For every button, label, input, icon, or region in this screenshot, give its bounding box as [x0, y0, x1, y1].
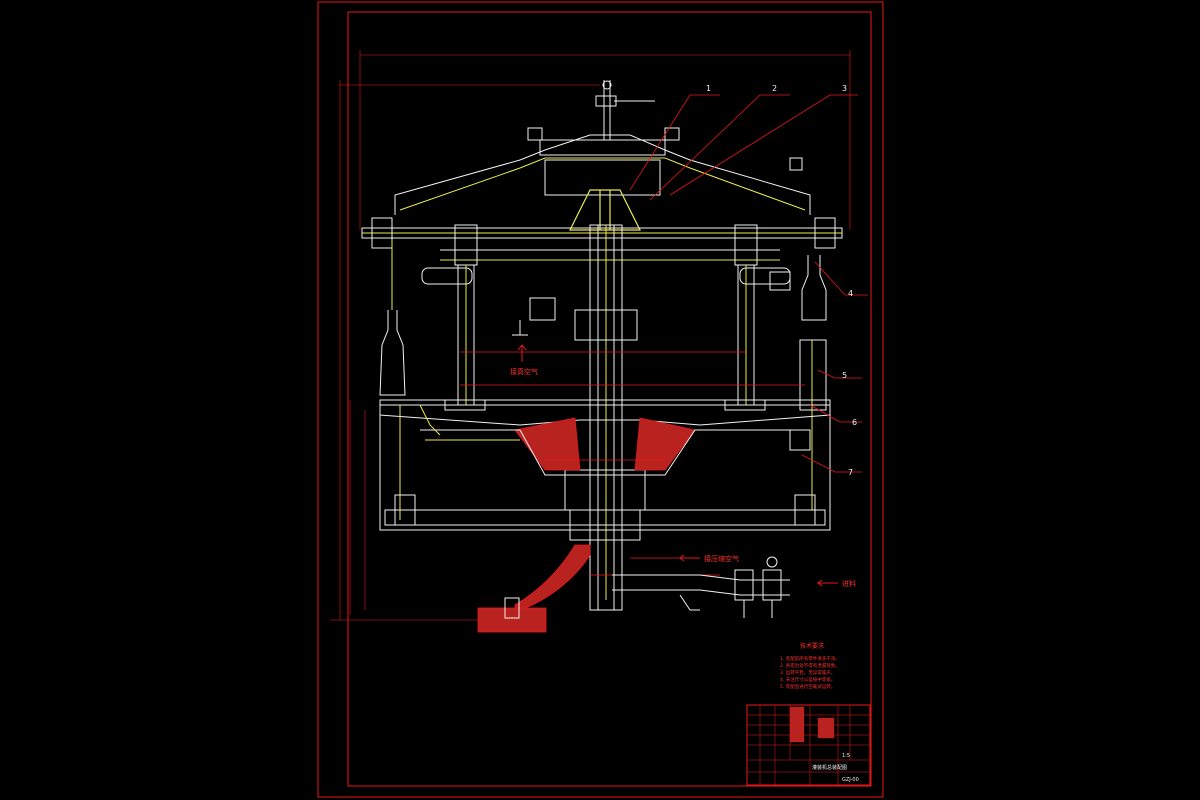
title-block: 灌装机总装配图 GZJ-00 1:5 [746, 704, 871, 786]
flow-arrows [517, 344, 838, 587]
red-guide-lines [460, 351, 805, 576]
leader-label-7: 7 [848, 468, 853, 477]
tech-req-line-3: 3. 运转平稳，无异常噪声。 [780, 669, 835, 676]
drawing-number: GZJ-00 [842, 777, 859, 783]
leader-label-4: 4 [848, 289, 853, 298]
tech-requirements: 技术要求 1. 装配前所有零件清洗干净。 2. 各密封处不得有泄漏现象。 3. … [780, 642, 840, 690]
feed-label: 进料 [842, 579, 856, 588]
upper-gas-label: 接真空气 [510, 367, 538, 376]
leader-label-3: 3 [842, 84, 847, 93]
drawing-scale: 1:5 [842, 753, 850, 759]
top-cover [394, 127, 811, 231]
filling-bowl [379, 404, 831, 476]
tech-req-line-5: 5. 装配后进行空载试运转。 [780, 683, 835, 690]
side-knobs [421, 267, 791, 291]
tech-req-line-4: 4. 未注尺寸公差按中等级。 [780, 676, 835, 683]
drawing-name: 灌装机总装配图 [812, 764, 847, 771]
outer-frame [317, 1, 884, 798]
top-spindle [595, 80, 655, 140]
central-shaft [512, 224, 646, 611]
bottom-bracket [477, 544, 591, 633]
tech-req-title: 技术要求 [800, 642, 824, 650]
leader-label-1: 1 [706, 84, 711, 93]
feed-pipe [612, 556, 790, 618]
left-column [444, 224, 486, 411]
lower-frame [379, 399, 831, 531]
tech-req-line-1: 1. 装配前所有零件清洗干净。 [780, 655, 840, 662]
main-beam [361, 217, 843, 261]
tech-req-line-2: 2. 各密封处不得有泄漏现象。 [780, 662, 840, 669]
leader-lines [629, 94, 868, 473]
right-bottle [799, 255, 827, 510]
leader-label-6: 6 [852, 418, 857, 427]
lower-gas-label: 接压缩空气 [704, 554, 739, 563]
dimension-lines [330, 50, 851, 621]
leader-label-5: 5 [842, 371, 847, 380]
left-bottle [379, 240, 406, 396]
right-column [724, 224, 766, 411]
inner-frame [347, 11, 872, 787]
leader-label-2: 2 [772, 84, 777, 93]
